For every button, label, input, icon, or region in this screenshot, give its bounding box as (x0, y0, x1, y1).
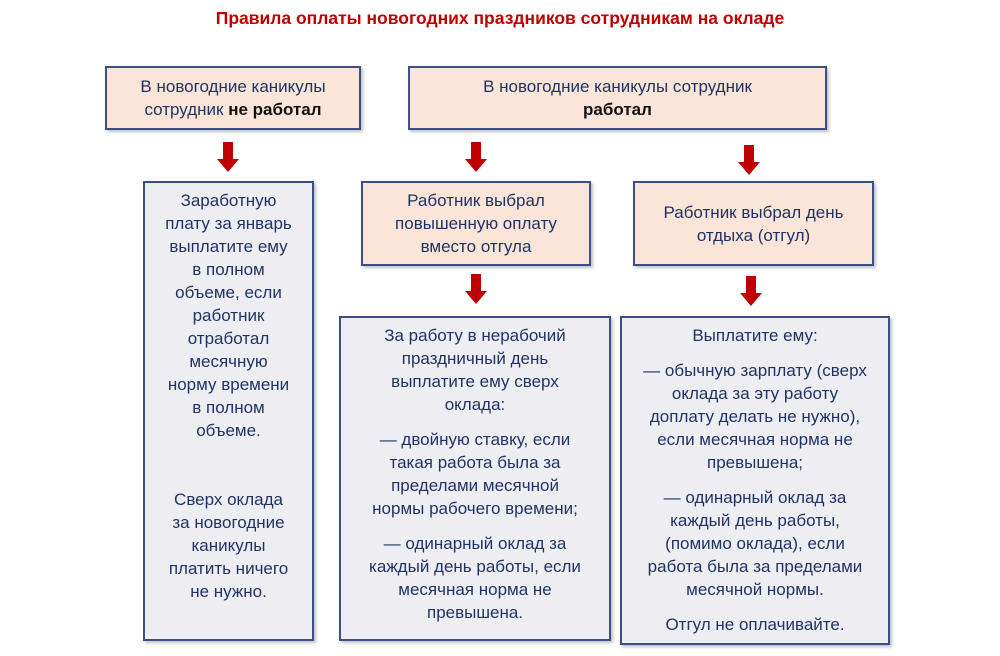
not-worked-line2: сотрудник (144, 100, 229, 119)
not-worked-result-box: Заработную плату за январь выплатите ему… (143, 181, 314, 641)
not-worked-result-text: Заработную плату за январь выплатите ему… (165, 191, 292, 440)
down-arrow-icon (740, 276, 762, 306)
down-arrow-icon (738, 145, 760, 175)
rest-result-intro: Выплатите ему: (692, 326, 818, 345)
rest-result-regular-pay: — обычную зарплату (сверх оклада за эту … (643, 361, 867, 472)
down-arrow-icon (465, 274, 487, 304)
choice-rest-box: Работник выбрал день отдыха (отгул) (633, 181, 874, 266)
not-worked-box: В новогодние каникулы сотрудник не работа… (105, 66, 361, 130)
not-worked-result-note: Сверх оклада за новогодние каникулы плат… (168, 490, 289, 601)
not-worked-emphasis: не работал (228, 100, 322, 119)
worked-line1: В новогодние каникулы сотрудник (483, 77, 752, 96)
worked-box: В новогодние каникулы сотрудник работал (408, 66, 827, 130)
down-arrow-icon (465, 142, 487, 172)
rest-result-box: Выплатите ему: — обычную зарплату (сверх… (620, 316, 890, 645)
pay-result-double-rate: — двойную ставку, если такая работа была… (372, 430, 578, 518)
down-arrow-icon (217, 142, 239, 172)
pay-result-box: За работу в нерабочий праздничный день в… (339, 316, 611, 641)
choice-pay-box: Работник выбрал повышенную оплату вместо… (361, 181, 591, 266)
rest-result-single-rate: — одинарный оклад за каждый день работы,… (647, 488, 863, 599)
rest-result-no-pay-note: Отгул не оплачивайте. (665, 615, 845, 634)
pay-result-single-rate: — одинарный оклад за каждый день работы,… (369, 534, 581, 622)
diagram-title: Правила оплаты новогодних праздников сот… (215, 8, 785, 28)
pay-result-intro: За работу в нерабочий праздничный день в… (384, 326, 566, 414)
choice-pay-text: Работник выбрал повышенную оплату вместо… (395, 191, 557, 256)
not-worked-line1: В новогодние каникулы (140, 77, 326, 96)
choice-rest-text: Работник выбрал день отдыха (отгул) (663, 202, 844, 245)
worked-emphasis: работал (583, 100, 652, 119)
